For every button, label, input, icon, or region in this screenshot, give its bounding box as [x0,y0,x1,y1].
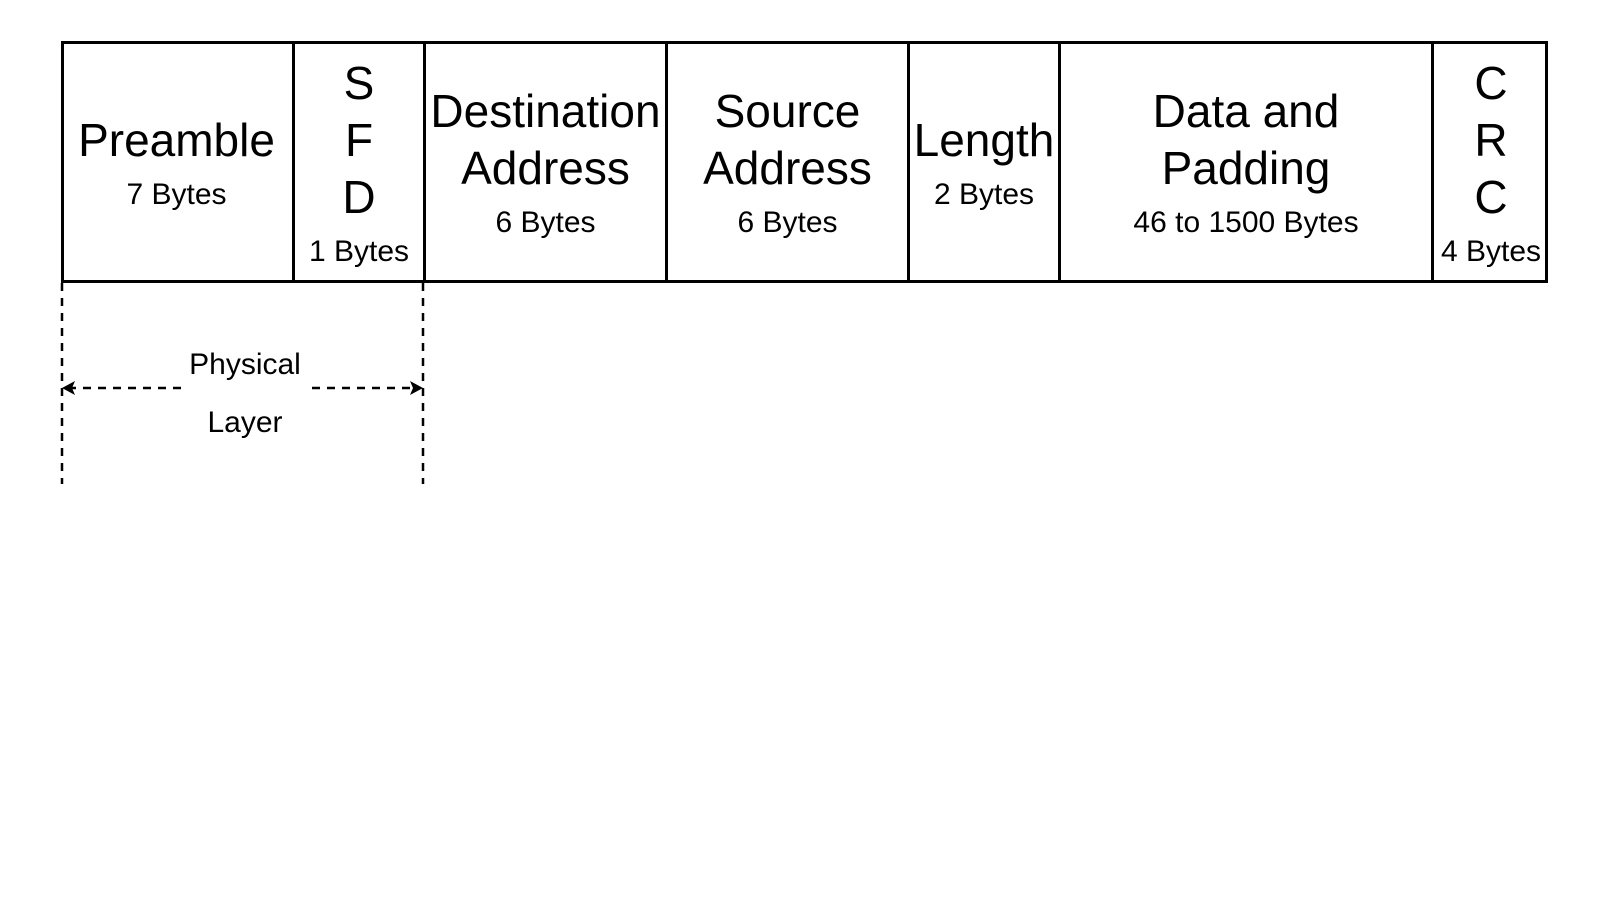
field-sfd: S F D 1 Bytes [292,41,423,283]
field-crc-name: C R C [1474,56,1508,223]
physical-layer-label-line1: Physical [189,348,301,381]
field-data-and-padding-name: Data and Padding [1152,85,1340,194]
field-preamble-size: 7 Bytes [126,177,227,211]
physical-layer-label-line2: Layer [207,406,283,439]
arrowhead-left-icon [62,381,75,395]
arrowhead-right-icon [410,381,423,395]
field-destination-address-size: 6 Bytes [495,206,596,239]
field-sfd-size: 1 Bytes [308,234,410,268]
field-length-size: 2 Bytes [933,177,1035,211]
field-destination-address-name: Destination Address [430,85,661,194]
field-length-name: Length [913,113,1055,166]
field-destination-address: Destination Address 6 Bytes [423,41,665,283]
field-crc: C R C 4 Bytes [1431,41,1548,283]
field-source-address: Source Address 6 Bytes [665,41,907,283]
field-preamble-name: Preamble [78,113,275,166]
field-length: Length 2 Bytes [907,41,1058,283]
field-source-address-size: 6 Bytes [737,206,838,239]
field-sfd-name: S F D [342,56,376,223]
field-preamble: Preamble 7 Bytes [61,41,292,283]
field-crc-size: 4 Bytes [1440,234,1542,268]
field-data-and-padding-size: 46 to 1500 Bytes [1133,206,1359,239]
ethernet-frame-outline [61,41,1548,283]
field-source-address-name: Source Address [703,85,872,194]
field-data-and-padding: Data and Padding 46 to 1500 Bytes [1058,41,1431,283]
